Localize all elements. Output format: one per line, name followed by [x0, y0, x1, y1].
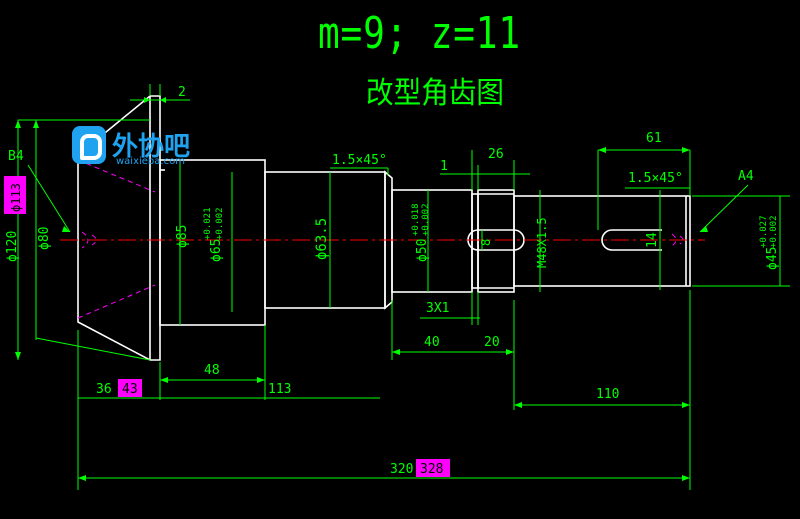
dim-phi63-5: ϕ63.5: [314, 218, 330, 260]
shaft-step-phi45: [513, 195, 691, 287]
keyway-slot-right: [601, 229, 662, 251]
highlight-328: [416, 459, 450, 477]
dim-phi45-tol-up: +0.027: [759, 215, 769, 248]
gear-parameters-title: m=9; z=11: [318, 8, 521, 59]
dim-61: 61: [646, 131, 662, 146]
dim-phi50-tol-dn: +0.002: [421, 203, 431, 236]
dim-phi113: ϕ113: [9, 183, 23, 212]
highlight-43: [118, 379, 142, 397]
dim-chamfer-left: 1.5×45°: [332, 153, 387, 168]
dimension-texts: 2 B4 ϕ113 ϕ120 ϕ80 ϕ85 ϕ65 +0.021 +0.002…: [5, 85, 780, 477]
dim-43: 43: [122, 382, 138, 397]
dim-phi45-tol-dn: +0.002: [769, 215, 779, 248]
dim-40: 40: [424, 335, 440, 350]
logo-icon: [72, 126, 106, 164]
dim-320: 320: [390, 462, 413, 477]
watermark-logo: 外协吧 waixieba.com: [72, 126, 212, 167]
dim-8: 8: [479, 239, 493, 246]
label-a4: A4: [738, 169, 754, 184]
dimension-lines: [17, 84, 790, 490]
dim-phi65-tol-up: +0.021: [203, 207, 213, 240]
dim-48: 48: [204, 363, 220, 378]
label-b4: B4: [8, 149, 24, 164]
highlight-phi113: [4, 176, 26, 214]
dim-2: 2: [178, 85, 186, 100]
hidden-lines: [77, 159, 684, 319]
shaft-step-phi50: [391, 189, 473, 293]
dim-chamfer-right: 1.5×45°: [628, 171, 683, 186]
dim-phi120: ϕ120: [5, 231, 20, 262]
logo-url: waixieba.com: [116, 156, 185, 167]
dim-36: 36: [96, 382, 112, 397]
dim-110: 110: [596, 387, 619, 402]
dim-14: 14: [645, 232, 660, 248]
dim-phi80: ϕ80: [37, 227, 52, 250]
dim-113: 113: [268, 382, 291, 397]
dim-groove: 3X1: [426, 301, 449, 316]
dimension-arrowheads: [15, 97, 708, 481]
dim-phi50-tol-up: +0.018: [411, 203, 421, 236]
dim-328: 328: [420, 462, 443, 477]
dim-26: 26: [488, 147, 504, 162]
logo-text: 外协吧: [112, 132, 191, 162]
dim-phi50: ϕ50: [415, 239, 430, 262]
dim-phi45: ϕ45: [765, 247, 780, 270]
dim-20: 20: [484, 335, 500, 350]
dim-thread: M48X1.5: [535, 217, 549, 268]
dim-phi65: ϕ65: [209, 239, 224, 262]
dim-1: 1: [440, 159, 448, 174]
dim-phi65-tol-dn: +0.002: [215, 207, 225, 240]
drawing-name-title: 改型角齿图: [366, 76, 504, 111]
dim-phi85: ϕ85: [175, 225, 190, 248]
